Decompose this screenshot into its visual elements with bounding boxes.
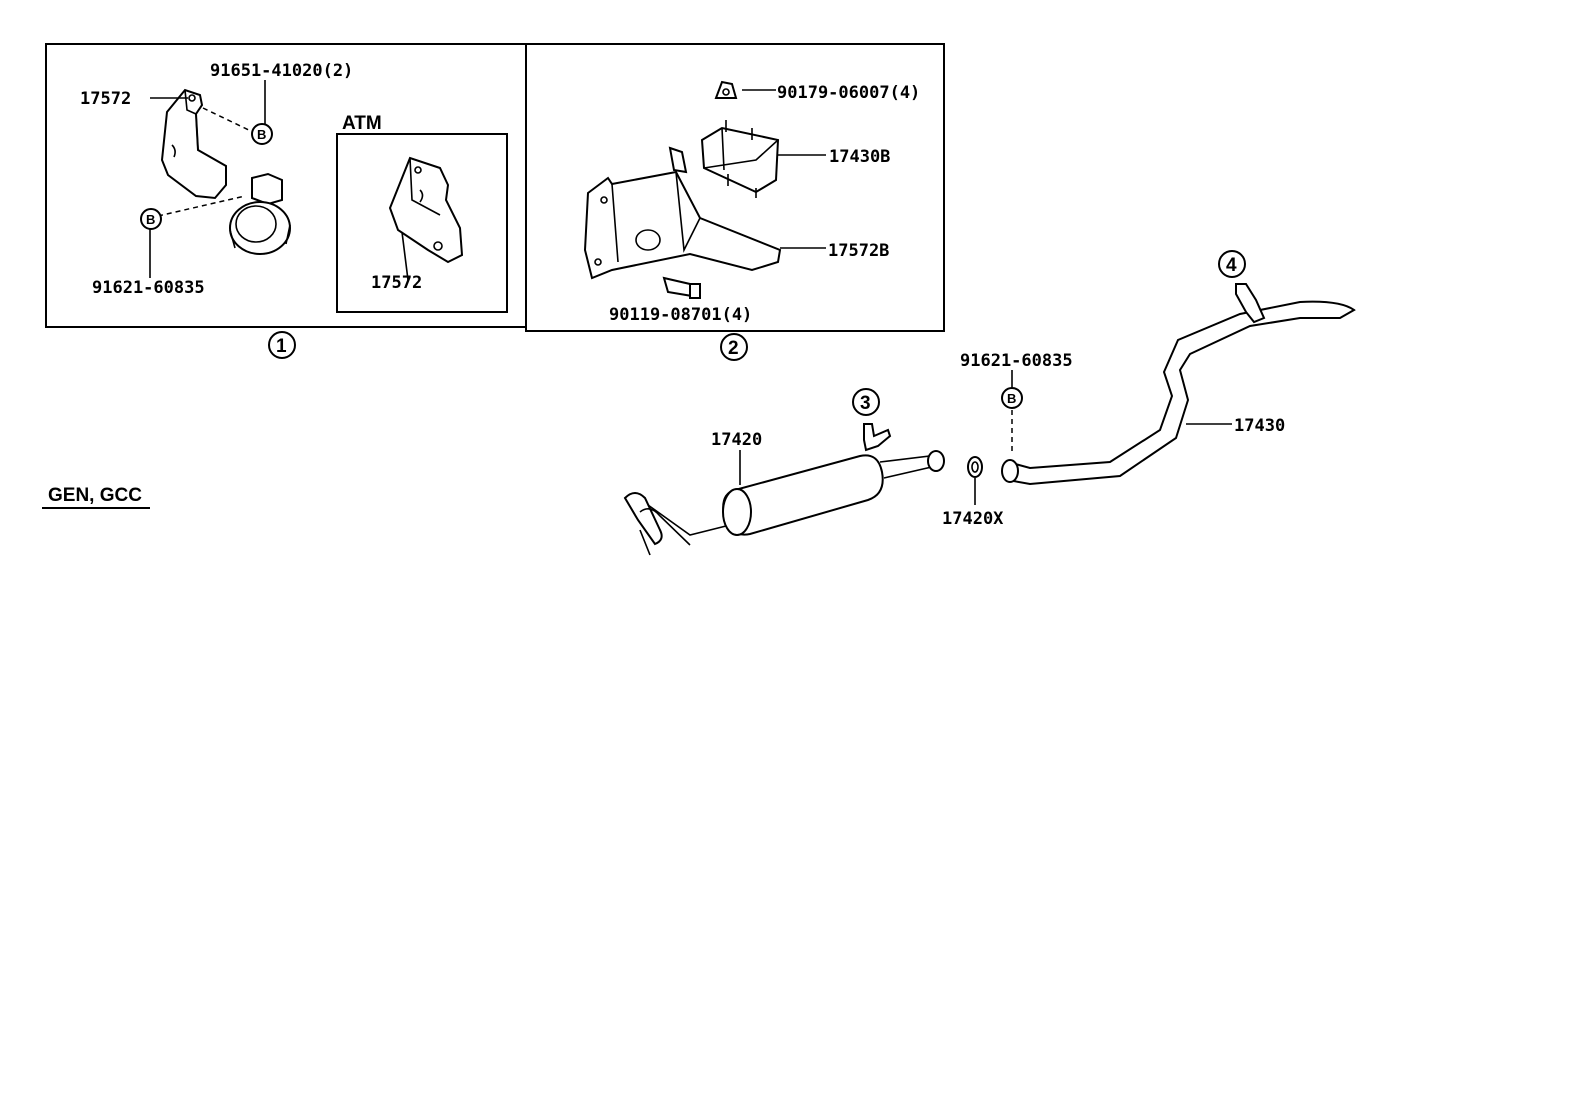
dashed-leader-top [202, 107, 256, 134]
svg-text:2: 2 [728, 338, 739, 359]
label-mount-17430b: 17430B [829, 147, 890, 167]
exhaust-clamp-drawing [229, 172, 291, 255]
muffler-drawing [722, 423, 945, 536]
callout-2: 2 [720, 333, 748, 361]
gasket-drawing [967, 456, 983, 478]
nut-drawing [714, 80, 738, 99]
exhaust-mount-drawing [700, 120, 780, 198]
tailpipe-drawing [1001, 283, 1356, 486]
b-mark-top: B [251, 123, 273, 145]
svg-text:3: 3 [860, 393, 871, 414]
label-bolt-90119: 90119-08701(4) [609, 305, 752, 325]
panel-2: 90179-06007(4) 17430B 17572B 90119-08701… [525, 43, 945, 361]
svg-text:B: B [146, 212, 155, 227]
dashed-leader-bottom [157, 195, 246, 217]
label-bracket-17572: 17572 [80, 89, 131, 109]
region-label-gen-gcc: GEN, GCC [48, 485, 142, 506]
label-bolt-91621: 91621-60835 [92, 278, 205, 298]
atm-bracket-drawing [388, 156, 464, 264]
bolt-drawing [662, 276, 701, 299]
atm-inset-frame [336, 133, 508, 313]
svg-text:B: B [1007, 391, 1016, 406]
svg-text:B: B [257, 127, 266, 142]
main-exhaust-assembly: GEN, GCC [42, 250, 1356, 556]
leader-atm-bracket [401, 231, 409, 281]
label-muffler-17420: 17420 [711, 430, 762, 450]
panel-1: ATM B [45, 43, 527, 359]
mount-bracket-drawing [583, 146, 782, 280]
b-mark-bottom: B [140, 208, 162, 230]
exhaust-bracket-drawing [160, 88, 227, 200]
label-gasket-17420x: 17420X [942, 509, 1004, 529]
panel-2-frame [525, 43, 945, 332]
front-pipe-drawing [623, 492, 731, 556]
label-nut-91651: 91651-41020(2) [210, 61, 353, 81]
label-bolt-91621-main: 91621-60835 [960, 351, 1073, 371]
svg-text:4: 4 [1226, 255, 1237, 276]
label-bracket-17572b: 17572B [828, 241, 889, 261]
svg-text:1: 1 [276, 336, 287, 357]
callout-3: 3 [852, 388, 880, 416]
label-tailpipe-17430: 17430 [1234, 416, 1285, 436]
label-atm-bracket-17572: 17572 [371, 273, 422, 293]
b-mark-main: B [1001, 387, 1023, 409]
atm-inset-title: ATM [342, 113, 382, 134]
callout-4: 4 [1218, 250, 1246, 278]
callout-1: 1 [268, 331, 296, 359]
label-nut-90179: 90179-06007(4) [777, 83, 920, 103]
